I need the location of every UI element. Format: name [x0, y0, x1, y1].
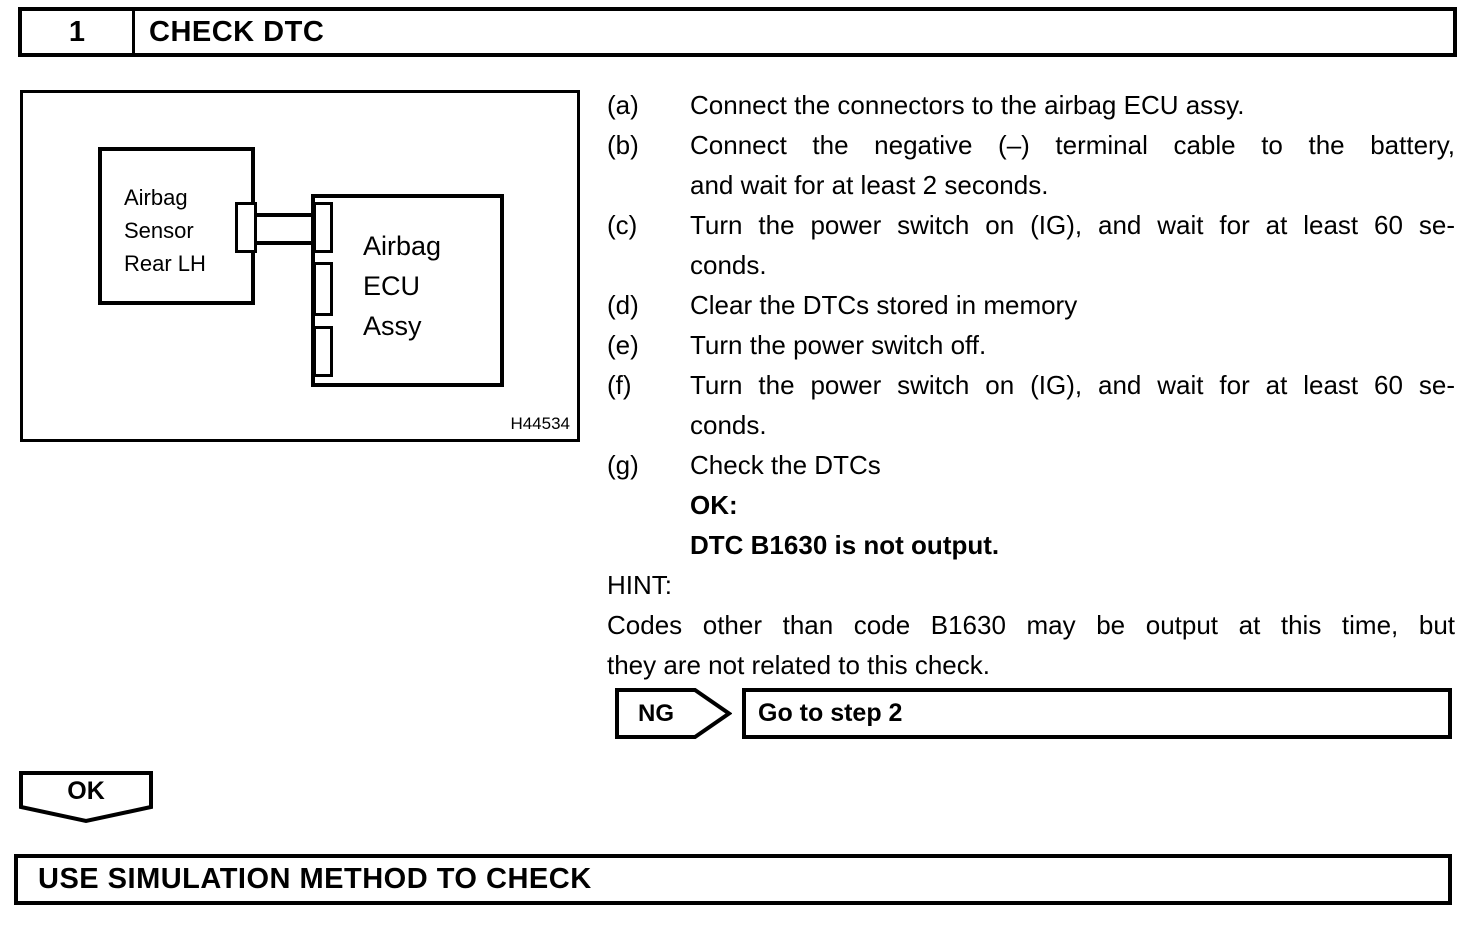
step-label: (d) — [607, 290, 639, 320]
step-text: and wait for at least 2 seconds. — [690, 170, 1049, 200]
ecu-connector-tab — [313, 202, 333, 253]
step-row: (a) Connect the connectors to the airbag… — [607, 85, 1455, 125]
ok-criteria-row: DTC B1630 is not output. — [607, 525, 1455, 565]
harness-wire-top — [253, 213, 313, 217]
ecu-label-line: Assy — [363, 311, 422, 341]
harness-wire-bottom — [253, 241, 313, 245]
hint-text: Codes other than code B1630 may be outpu… — [607, 610, 1455, 640]
wiring-diagram: Airbag Sensor Rear LH Airbag ECU Assy H4… — [20, 90, 580, 442]
ok-criteria-row: OK: — [607, 485, 1455, 525]
step-row: (c) Turn the power switch on (IG), and w… — [607, 205, 1455, 245]
step-text: conds. — [690, 250, 767, 280]
next-step-header-bar: USE SIMULATION METHOD TO CHECK — [14, 854, 1452, 905]
step-label: (c) — [607, 210, 638, 240]
step-number: 1 — [22, 11, 135, 53]
ecu-label-line: ECU — [363, 271, 421, 301]
step-label: (f) — [607, 370, 632, 400]
hint-text: they are not related to this check. — [607, 650, 990, 680]
step-text: Turn the power switch off. — [690, 330, 987, 360]
ecu-connector-tab — [313, 326, 333, 377]
ng-arrow-shape — [615, 688, 732, 739]
ok-criteria-text: DTC B1630 is not output. — [690, 530, 1000, 560]
step-row-continuation: and wait for at least 2 seconds. — [607, 165, 1455, 205]
figure-code: H44534 — [510, 414, 570, 433]
step-text: Turn the power switch on (IG), and wait … — [690, 210, 1455, 240]
step-header-bar: 1 CHECK DTC — [18, 7, 1457, 57]
sensor-label-line: Rear LH — [124, 251, 206, 276]
step-row: (e) Turn the power switch off. — [607, 325, 1455, 365]
step-row: (f) Turn the power switch on (IG), and w… — [607, 365, 1455, 405]
sensor-label-line: Airbag — [124, 185, 188, 210]
step-title: CHECK DTC — [149, 15, 325, 48]
step-text: conds. — [690, 410, 767, 440]
ng-label: NG — [638, 699, 674, 727]
step-row: (g) Check the DTCs — [607, 445, 1455, 485]
step-row-continuation: conds. — [607, 405, 1455, 445]
next-step-title: USE SIMULATION METHOD TO CHECK — [38, 863, 592, 895]
step-text: Turn the power switch on (IG), and wait … — [690, 370, 1455, 400]
ecu-label-line: Airbag — [363, 231, 442, 261]
step-text: Clear the DTCs stored in memory — [690, 290, 1078, 320]
instruction-list: (a) Connect the connectors to the airbag… — [607, 85, 1455, 685]
step-text: Connect the connectors to the airbag ECU… — [690, 90, 1245, 120]
step-label: (a) — [607, 90, 639, 120]
ng-action-box: Go to step 2 — [742, 688, 1452, 739]
sensor-connector-tab — [235, 202, 257, 253]
step-row: (d) Clear the DTCs stored in memory — [607, 285, 1455, 325]
ok-label: OK — [67, 776, 105, 805]
step-row-continuation: conds. — [607, 245, 1455, 285]
hint-label: HINT: — [607, 570, 672, 600]
airbag-ecu-box: Airbag ECU Assy — [311, 194, 504, 387]
ok-criteria-label: OK: — [690, 490, 738, 520]
step-label: (e) — [607, 330, 639, 360]
sensor-label-line: Sensor — [124, 218, 194, 243]
ok-pentagon-shape — [19, 771, 153, 824]
step-label: (b) — [607, 130, 639, 160]
ecu-connector-tab — [313, 262, 333, 316]
step-text: Connect the negative (–) terminal cable … — [690, 130, 1455, 160]
step-row: (b) Connect the negative (–) terminal ca… — [607, 125, 1455, 165]
step-text: Check the DTCs — [690, 450, 881, 480]
step-label: (g) — [607, 450, 639, 480]
airbag-sensor-box: Airbag Sensor Rear LH — [98, 147, 255, 305]
